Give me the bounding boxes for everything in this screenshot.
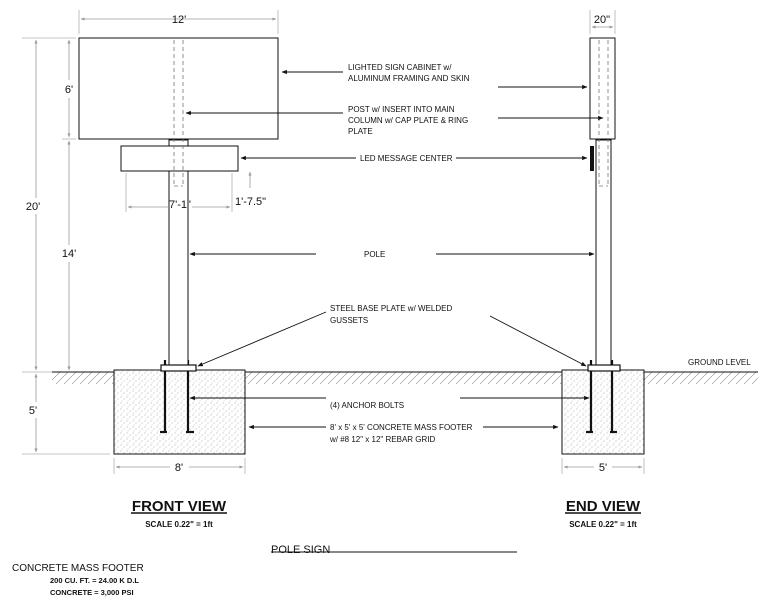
end-view-title: END VIEW <box>566 498 641 515</box>
front-width-label: 12' <box>172 14 186 26</box>
front-view-scale: SCALE 0.22" = 1ft <box>145 520 213 529</box>
footer-depth-label: 5' <box>29 405 37 417</box>
ground-level-label: GROUND LEVEL <box>688 358 751 367</box>
end-view-scale: SCALE 0.22" = 1ft <box>569 520 637 529</box>
pole-callout: POLE <box>364 250 385 259</box>
callout-leaders <box>185 69 604 430</box>
overall-height-label: 20' <box>26 201 40 213</box>
end-pole <box>595 139 612 367</box>
footer-callout-line1: 8' x 5' x 5' CONCRETE MASS FOOTER <box>330 423 473 432</box>
end-width-label: 20" <box>594 14 610 26</box>
cabinet-callout-line1: LIGHTED SIGN CABINET w/ <box>348 63 452 72</box>
front-sign-cabinet <box>78 37 279 140</box>
front-footer <box>113 369 246 455</box>
end-footer <box>561 369 645 455</box>
post-callout-line1: POST w/ INSERT INTO MAIN <box>348 105 455 114</box>
cabinet-height-label: 6' <box>65 84 73 96</box>
end-led-message-center <box>590 146 594 171</box>
end-base-plate <box>587 364 621 372</box>
post-callout-line2: COLUMN w/ CAP PLATE & RING <box>348 116 468 125</box>
footer-notes-strength: CONCRETE = 3,000 PSI <box>50 588 134 597</box>
end-view <box>561 37 645 455</box>
message-center-width-label: 7'-1" <box>169 199 191 211</box>
end-sign-cabinet <box>589 37 616 140</box>
front-base-plate <box>160 364 197 372</box>
footer-notes-volume: 200 CU. FT. = 24.00 K D.L <box>50 576 139 585</box>
front-pole <box>168 139 189 367</box>
front-footer-width-label: 8' <box>175 462 183 474</box>
sheet-title: POLE SIGN <box>271 544 330 556</box>
front-view <box>78 37 279 455</box>
anchor-bolts-callout: (4) ANCHOR BOLTS <box>330 401 404 410</box>
base-plate-callout-line1: STEEL BASE PLATE w/ WELDED <box>330 304 452 313</box>
message-center-offset-label: 1'-7.5" <box>235 196 266 208</box>
cabinet-callout-line2: ALUMINUM FRAMING AND SKIN <box>348 74 470 83</box>
front-led-message-center <box>120 145 239 172</box>
pole-height-label: 14' <box>62 248 76 260</box>
end-footer-width-label: 5' <box>599 462 607 474</box>
base-plate-callout-line2: GUSSETS <box>330 316 368 325</box>
post-callout-line3: PLATE <box>348 127 373 136</box>
dimension-lines <box>22 10 645 474</box>
footer-notes-title: CONCRETE MASS FOOTER <box>12 563 144 574</box>
led-callout: LED MESSAGE CENTER <box>360 154 453 163</box>
front-view-title: FRONT VIEW <box>132 498 227 515</box>
footer-callout-line2: w/ #8 12" x 12" REBAR GRID <box>329 435 435 444</box>
